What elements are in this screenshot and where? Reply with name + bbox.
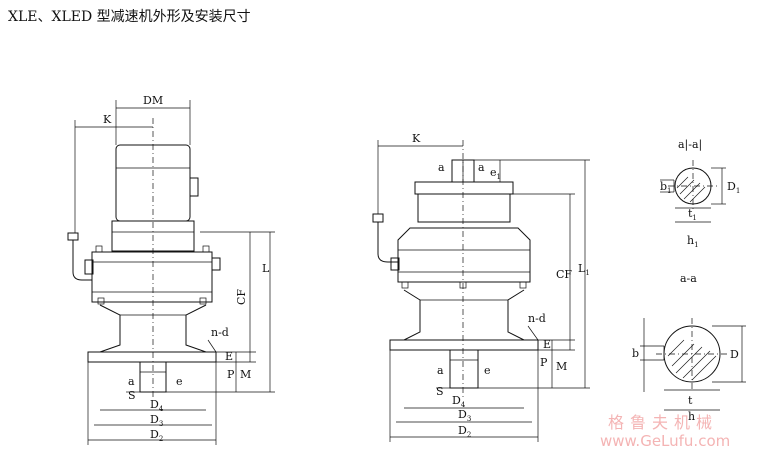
middle-view: K a a e1 L1 CF n-d E P M a e S D4 D3 D2 <box>372 132 590 442</box>
label-d-section: D <box>730 348 739 361</box>
label-a-left: a <box>128 375 135 388</box>
label-d4-left: D4 <box>150 398 164 413</box>
watermark-url: www.GeLufu.com <box>600 432 730 450</box>
watermark-brand: 格鲁夫机械 <box>608 413 718 432</box>
label-d2-middle: D2 <box>458 424 471 439</box>
label-h: h <box>688 410 695 423</box>
label-section-output: a-a <box>680 272 697 285</box>
label-nd-middle: n-d <box>528 312 546 325</box>
label-t1: t1 <box>688 207 697 222</box>
label-e-left: E <box>225 350 233 363</box>
label-s-left: S <box>128 389 136 402</box>
label-section-input: a|-a| <box>678 138 702 152</box>
label-d3-left: D3 <box>150 413 163 428</box>
label-e-middle: E <box>543 338 551 351</box>
label-m-middle: M <box>556 360 567 373</box>
label-d2-left: D2 <box>150 428 163 443</box>
label-k-middle: K <box>412 132 421 145</box>
label-b1: b1 <box>660 180 672 195</box>
label-t: t <box>688 394 693 407</box>
watermark: 格鲁夫机械 www.GeLufu.com <box>600 413 730 450</box>
label-e-bottom: e <box>484 364 491 377</box>
label-a-top-left: a <box>438 161 445 174</box>
page-title: XLE、XLED 型减速机外形及安装尺寸 <box>8 9 251 25</box>
label-nd-left: n-d <box>211 326 229 339</box>
label-e1-middle: e1 <box>490 166 501 181</box>
label-p-left: P <box>227 368 235 381</box>
left-bolts <box>95 245 210 305</box>
label-p-middle: P <box>540 356 548 369</box>
label-d1: D1 <box>727 180 740 195</box>
label-k-left: K <box>103 113 112 126</box>
label-m-left: M <box>240 368 251 381</box>
label-dm: DM <box>143 94 163 107</box>
label-b: b <box>632 347 639 360</box>
label-s-middle: S <box>436 385 444 398</box>
section-output-shaft: a-a b D t h <box>632 272 746 423</box>
label-a-bottom: a <box>437 364 444 377</box>
label-a-top-right: a <box>478 161 485 174</box>
middle-bolts <box>401 281 527 289</box>
left-view: DM K L CF n-d E P M a e S D4 D3 D2 <box>67 94 275 445</box>
label-d3-middle: D3 <box>458 408 471 423</box>
label-l1: L1 <box>578 262 590 277</box>
label-h1: h1 <box>687 234 699 249</box>
section-input-shaft: a|-a| b1 D1 t1 h1 <box>660 138 740 249</box>
label-l: L <box>262 262 270 275</box>
label-e-small-left: e <box>176 375 183 388</box>
label-cf-left: CF <box>235 289 248 305</box>
label-d4-middle: D4 <box>452 394 466 409</box>
label-cf-middle: CF <box>556 268 572 281</box>
